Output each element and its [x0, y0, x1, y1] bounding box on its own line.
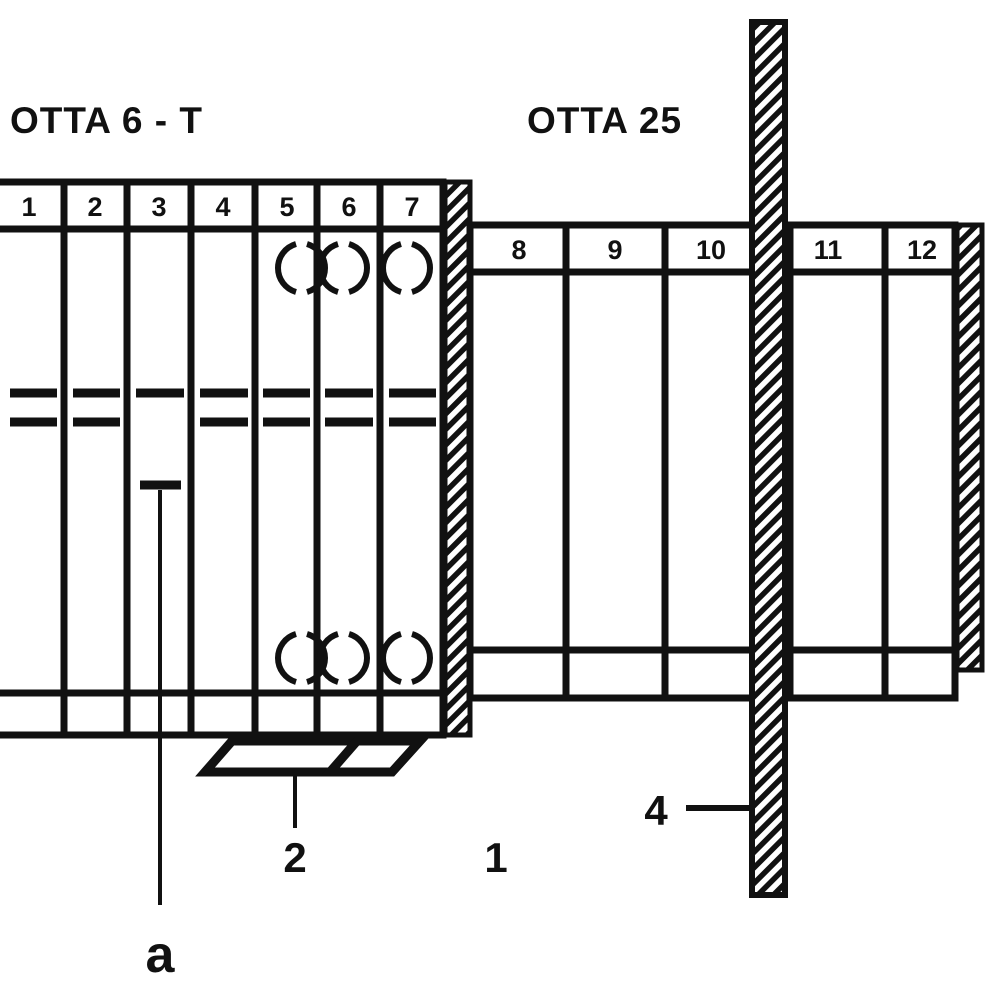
left-cabinet: 1 2 3 4 5 6 7: [0, 178, 473, 739]
left-cabinet-right-wall: [442, 179, 473, 738]
ring-icon-top-7-left: [380, 241, 403, 295]
left-column-number-4: 4: [215, 192, 230, 222]
ring-icon-top-6-left: [317, 241, 340, 295]
left-cabinet-title: OTTA 6 - T: [10, 100, 203, 141]
ring-icon-bottom-5-left: [275, 631, 298, 685]
callout-label-2: 2: [283, 834, 306, 881]
ring-icon-top-5-left: [275, 241, 298, 295]
callout-label-a: a: [146, 926, 176, 984]
right-cabinet: 8 9 10 11 12: [466, 221, 985, 702]
ring-icon-bottom-7-right: [410, 631, 433, 685]
right-cabinet-column-numbers: 8 9 10 11 12: [511, 235, 937, 265]
right-cabinet-title: OTTA 25: [527, 100, 682, 141]
right-cabinet-column-dividers: [562, 225, 889, 698]
top-ring-symbols: [275, 241, 433, 295]
left-column-number-1: 1: [21, 192, 36, 222]
left-cabinet-column-numbers: 1 2 3 4 5 6 7: [21, 192, 419, 222]
left-column-number-5: 5: [279, 192, 294, 222]
left-column-number-2: 2: [87, 192, 102, 222]
right-column-number-11: 11: [814, 235, 843, 265]
callout-leader-lines: [158, 490, 755, 905]
right-column-number-8: 8: [511, 235, 526, 265]
right-cabinet-right-wall: [954, 222, 985, 673]
bottom-ring-symbols: [275, 631, 433, 685]
left-column-number-7: 7: [404, 192, 419, 222]
plinth-left-segment: [195, 736, 431, 777]
ring-icon-bottom-6-right: [347, 631, 370, 685]
right-column-number-9: 9: [607, 235, 622, 265]
dash-markers: [10, 388, 436, 490]
ring-icon-bottom-5-right: [305, 631, 328, 685]
left-cabinet-column-dividers: [60, 182, 384, 735]
vertical-hatched-post: [749, 19, 788, 898]
plinth-right-segment: [320, 736, 431, 777]
left-column-number-6: 6: [341, 192, 356, 222]
left-column-number-3: 3: [151, 192, 166, 222]
ring-icon-top-7-right: [410, 241, 433, 295]
right-column-number-10: 10: [696, 235, 726, 265]
callout-label-1: 1: [484, 834, 507, 881]
ring-icon-bottom-7-left: [380, 631, 403, 685]
right-column-number-12: 12: [907, 235, 937, 265]
base-plinth: [195, 736, 431, 777]
ring-icon-top-6-right: [347, 241, 370, 295]
ring-icon-top-5-right: [305, 241, 328, 295]
callout-label-4: 4: [644, 787, 668, 834]
ring-icon-bottom-6-left: [317, 631, 340, 685]
